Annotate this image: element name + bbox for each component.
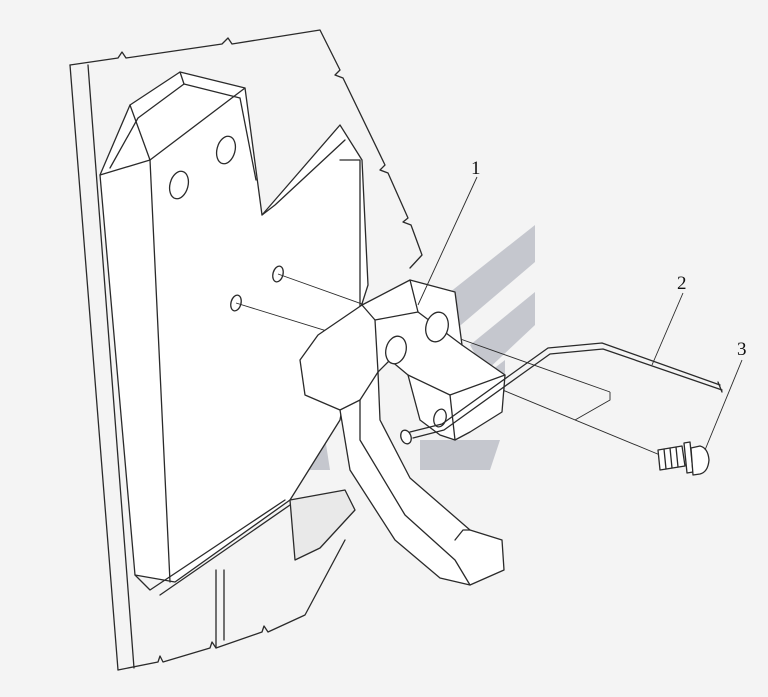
callouts: 1 2 3 [417, 158, 747, 451]
leader-line-2 [651, 292, 684, 366]
bracket-body [99, 71, 369, 596]
leader-line-3 [704, 359, 743, 451]
callout-label-2: 2 [677, 273, 687, 294]
hook-bracket [299, 279, 506, 586]
callout-label-1: 1 [471, 158, 481, 179]
bolt [657, 441, 710, 476]
wire-pin [400, 342, 723, 445]
mounting-plate [69, 29, 423, 671]
callout-label-3: 3 [737, 339, 747, 360]
leader-line-1 [417, 176, 478, 306]
